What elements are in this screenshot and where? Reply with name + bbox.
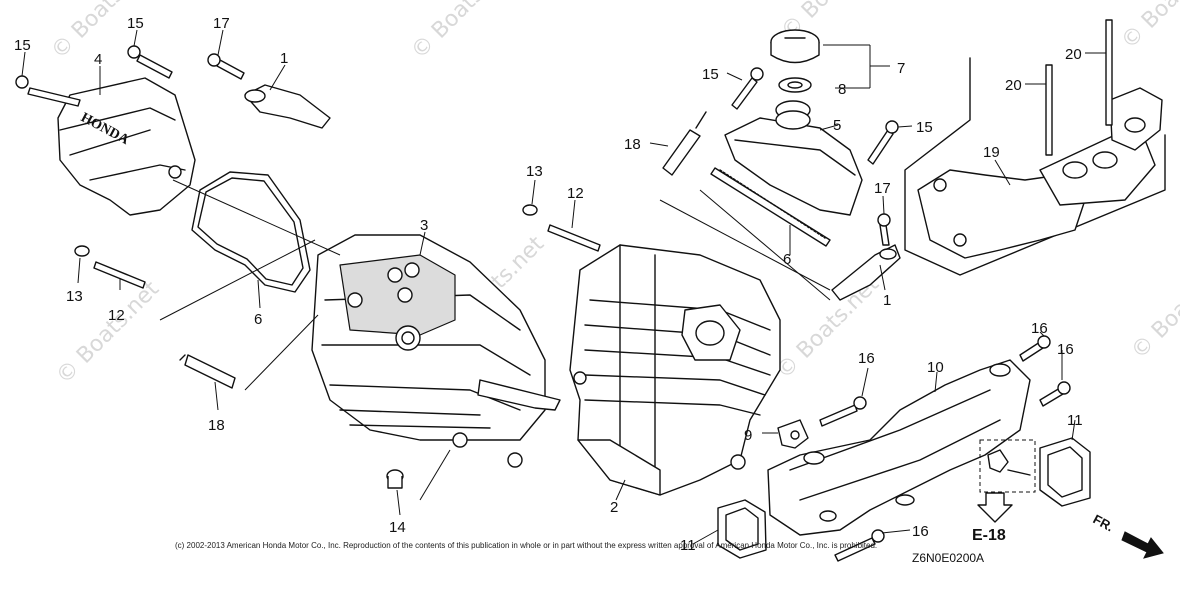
callout-19: 19 [983,144,1000,161]
head-cover-5[interactable] [724,100,863,216]
nut-13-a[interactable] [74,245,90,257]
callout-20: 20 [1065,46,1082,63]
reference-label: E-18 [972,527,1006,544]
gasket-11-detail[interactable] [979,439,1036,493]
callout-4: 4 [94,51,102,68]
nut-14[interactable] [386,469,404,489]
callout-17: 17 [213,15,230,32]
callout-1: 1 [883,292,891,309]
callout-16: 16 [1057,341,1074,358]
watermark: © Boats.net [47,0,160,64]
watermark: © Boats.net [772,271,885,384]
bolt-15-c[interactable] [731,67,764,110]
bolt-15-b[interactable] [127,45,173,79]
callout-9: 9 [744,427,752,444]
callout-13: 13 [66,288,83,305]
callout-13: 13 [526,163,543,180]
stud-bolt-20[interactable] [1045,19,1113,156]
diagram-code: Z6N0E0200A [912,551,984,565]
manifold-10[interactable] [767,359,1031,536]
callout-15: 15 [127,15,144,32]
callout-1: 1 [280,50,288,67]
gasket-11-lower[interactable] [717,499,767,559]
bolt-17-b[interactable] [877,213,891,246]
bolt-17-a[interactable] [207,53,245,80]
spark-plug-18-b[interactable] [662,111,707,176]
head-cover-gasket-6-center[interactable] [710,167,831,247]
stud-12-a[interactable] [93,261,146,289]
bolt-16-d[interactable] [834,529,885,562]
gasket-11-right[interactable] [1039,437,1091,507]
callout-15: 15 [916,119,933,136]
callout-16: 16 [858,350,875,367]
callout-16: 16 [912,523,929,540]
bolt-15-d[interactable] [867,120,899,165]
watermark: © Boats.net [1117,0,1180,54]
watermark: © Boats.net [1127,251,1180,364]
bracket-1-right[interactable] [831,244,901,301]
callouts: 15 15 17 4 1 3 6 12 13 18 14 13 12 18 15… [14,15,1083,554]
head-cover-4[interactable]: HONDA [57,77,196,216]
callout-2: 2 [610,499,618,516]
callout-12: 12 [567,185,584,202]
bolt-16-b[interactable] [1019,335,1051,362]
callout-15: 15 [14,37,31,54]
callout-15: 15 [702,66,719,83]
callout-11: 11 [1067,412,1083,429]
callout-16: 16 [1031,320,1048,337]
copyright-notice: (c) 2002-2013 American Honda Motor Co., … [175,541,877,550]
head-cover-gasket-6[interactable] [191,171,311,293]
bolt-15-a[interactable] [15,75,81,107]
callout-7: 7 [897,60,905,77]
front-label: FR. [1091,511,1117,534]
bracket-1-left[interactable] [244,84,331,129]
filler-cap-7[interactable] [770,29,820,64]
intake-manifold-19[interactable] [904,57,1166,276]
callout-6: 6 [254,311,262,328]
callout-6: 6 [783,251,791,268]
callout-8: 8 [838,81,846,98]
callout-10: 10 [927,359,944,376]
reference-e18[interactable]: E-18 [972,492,1013,544]
callout-17: 17 [874,180,891,197]
callout-18: 18 [208,417,225,434]
spark-plug-18-a[interactable] [179,354,236,389]
front-direction-arrow: FR. [1091,511,1164,559]
nut-13-b[interactable] [522,204,538,216]
bolt-16-c[interactable] [1039,381,1071,407]
callout-20: 20 [1005,77,1022,94]
leader-lines [21,29,1106,545]
callout-12: 12 [108,307,125,324]
bracket-9[interactable] [777,419,809,449]
callout-11: 11 [680,537,696,554]
bolt-16-a[interactable] [819,396,867,427]
cylinder-barrel-2[interactable] [569,244,781,496]
callout-3: 3 [420,217,428,234]
callout-18: 18 [624,136,641,153]
washer-8[interactable] [778,77,812,93]
callout-5: 5 [833,117,841,134]
stud-12-b[interactable] [547,224,601,252]
cylinder-head-3[interactable] [311,234,561,468]
callout-14: 14 [389,519,406,536]
watermark: © Boats.net [407,0,520,64]
